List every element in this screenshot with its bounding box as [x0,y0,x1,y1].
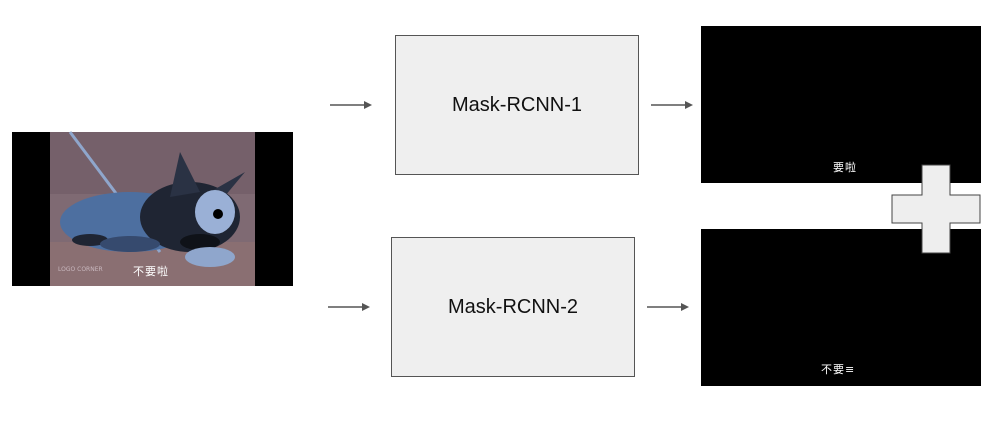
plus-icon [891,164,981,254]
mask-rcnn-2-box: Mask-RCNN-2 [391,237,635,377]
output-mask-2: 不要≡ [701,229,981,386]
arrow-input-to-model-2 [328,303,370,311]
mask-rcnn-2-label: Mask-RCNN-2 [448,295,578,318]
mask-rcnn-1-box: Mask-RCNN-1 [395,35,639,175]
output-mask-2-subtitle: 不要≡ [821,363,856,376]
arrow-input-to-model-1 [330,101,372,109]
arrow-model-2-to-output [647,303,689,311]
output-mask-1-subtitle: 要啦 [833,161,857,174]
mask-rcnn-1-label: Mask-RCNN-1 [452,93,582,116]
input-watermark: LOGO CORNER [58,266,103,273]
input-subtitle: 不要啦 [133,265,169,278]
input-frame: LOGO CORNER 不要啦 [12,131,293,286]
arrow-model-1-to-output [651,101,693,109]
output-mask-1: 要啦 [701,26,981,183]
cartoon-dog-image [50,131,255,286]
